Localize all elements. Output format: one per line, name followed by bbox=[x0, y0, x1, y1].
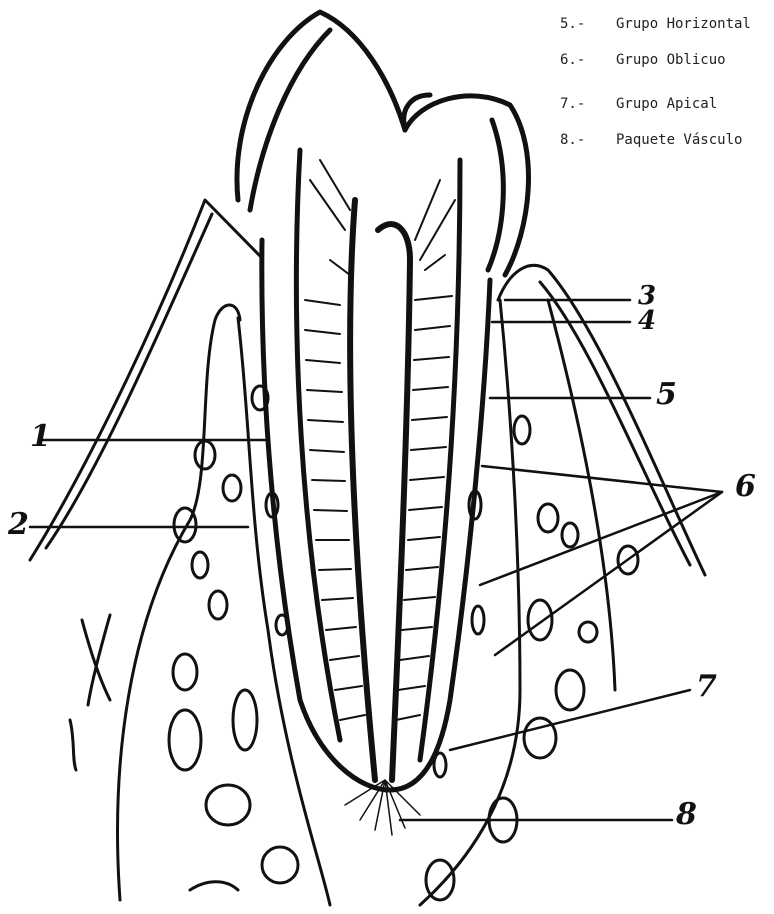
callout-label-8: 8 bbox=[676, 800, 697, 830]
left-gingiva bbox=[30, 200, 330, 905]
callout-label-6: 6 bbox=[735, 472, 756, 502]
callout-label-2: 2 bbox=[8, 510, 29, 540]
leader-line-6a bbox=[482, 466, 722, 492]
pulp-canal bbox=[350, 200, 410, 780]
legend-text: Grupo Apical bbox=[616, 96, 717, 112]
legend-number: 7.- bbox=[560, 96, 616, 112]
callout-label-4: 4 bbox=[638, 308, 656, 334]
legend-item-5: 5.-Grupo Horizontal bbox=[560, 16, 751, 32]
legend-item-8: 8.-Paquete Vásculo bbox=[560, 132, 742, 148]
ligament-fibers bbox=[266, 491, 484, 777]
legend-text: Grupo Horizontal bbox=[616, 16, 751, 32]
legend-number: 8.- bbox=[560, 132, 616, 148]
callout-label-7: 7 bbox=[696, 672, 717, 702]
tooth-root bbox=[262, 150, 490, 790]
decorative-marks bbox=[70, 615, 238, 890]
legend-item-6: 6.-Grupo Oblicuo bbox=[560, 52, 726, 68]
legend-item-7: 7.-Grupo Apical bbox=[560, 96, 717, 112]
callout-label-1: 1 bbox=[30, 422, 51, 452]
legend-text: Grupo Oblicuo bbox=[616, 52, 726, 68]
tooth-crown bbox=[237, 12, 529, 275]
legend-number: 5.- bbox=[560, 16, 616, 32]
dentin-tubules bbox=[305, 160, 455, 720]
leader-line-6c bbox=[495, 492, 722, 655]
legend-number: 6.- bbox=[560, 52, 616, 68]
legend-text: Paquete Vásculo bbox=[616, 132, 742, 148]
callout-label-5: 5 bbox=[656, 380, 677, 410]
leader-line-7 bbox=[450, 690, 690, 750]
